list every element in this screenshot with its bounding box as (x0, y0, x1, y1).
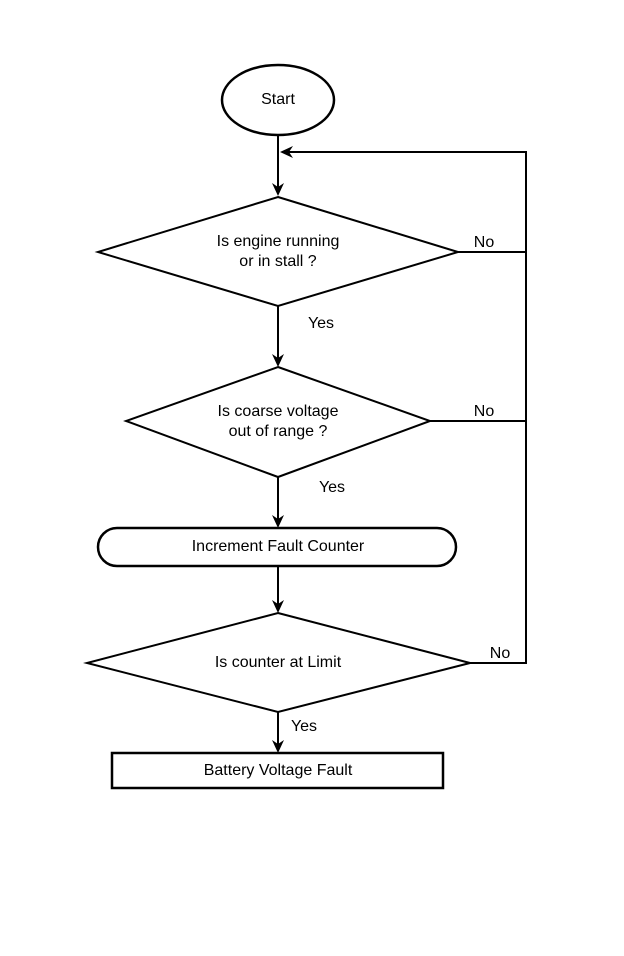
arrowhead-down-icon (272, 515, 284, 528)
decision2-diamond-shape (123, 365, 433, 479)
arrowhead-down-icon (272, 740, 284, 753)
arrowhead-down-icon (272, 183, 284, 196)
process-stadium-shape (96, 526, 458, 568)
terminal-rect-shape (110, 751, 445, 790)
decision3-diamond-shape (83, 611, 471, 714)
decision1-diamond-shape (94, 195, 462, 308)
arrowhead-down-icon (272, 600, 284, 613)
start-terminator-shape (220, 63, 336, 137)
arrowhead-left-icon (280, 146, 293, 158)
arrowhead-down-icon (272, 354, 284, 367)
